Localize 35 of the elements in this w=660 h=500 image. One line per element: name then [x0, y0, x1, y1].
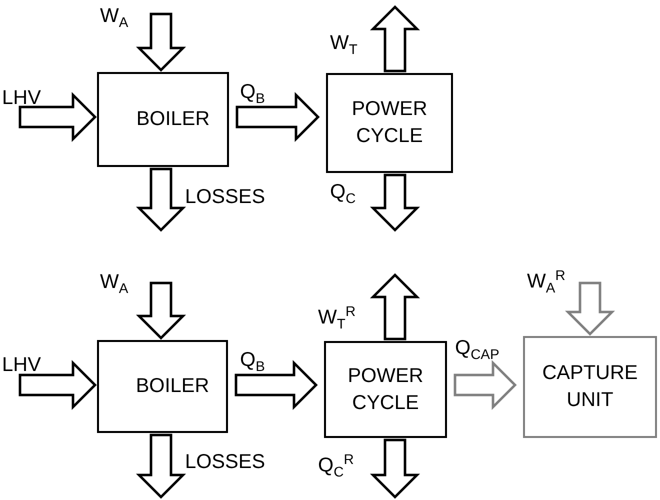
- box-label: POWER CYCLE: [350, 97, 428, 149]
- edge-label: Q$_{CAP}$: [455, 338, 500, 361]
- edge-label: LOSSES: [185, 452, 266, 472]
- block-arrow: [136, 12, 186, 72]
- process-box: [326, 73, 453, 173]
- process-box: [523, 336, 657, 438]
- edge-label: Q$_{C}$: [330, 182, 356, 205]
- box-label: BOILER: [134, 374, 210, 399]
- block-arrow: [370, 273, 420, 340]
- block-arrow: [370, 174, 420, 232]
- block-arrow: [236, 92, 320, 142]
- process-box: [97, 340, 228, 433]
- edge-label: W$_{T}$: [330, 33, 358, 56]
- process-box: [97, 72, 229, 167]
- block-arrow: [136, 282, 186, 340]
- block-arrow: [370, 438, 420, 499]
- process-box: [324, 341, 447, 438]
- edge-label: Q$_{B}$: [240, 82, 265, 105]
- block-arrow: [18, 92, 97, 142]
- block-arrow: [454, 360, 517, 410]
- box-label: POWER CYCLE: [346, 364, 424, 416]
- edge-label: Q$_{B}$: [240, 350, 265, 373]
- box-label: BOILER: [135, 107, 210, 132]
- edge-label: W$_{A}$: [100, 6, 128, 29]
- block-arrow: [136, 168, 186, 232]
- edge-label: W$_{A}$: [100, 272, 128, 295]
- edge-label: LOSSES: [185, 187, 266, 207]
- block-arrow: [234, 360, 318, 410]
- block-arrow: [18, 360, 97, 410]
- box-label: CAPTURE UNIT: [541, 361, 639, 413]
- block-arrow: [136, 434, 186, 499]
- edge-label: LHV: [2, 355, 41, 375]
- block-arrow: [370, 5, 420, 72]
- edge-label: LHV: [2, 88, 41, 108]
- block-arrow: [564, 282, 616, 336]
